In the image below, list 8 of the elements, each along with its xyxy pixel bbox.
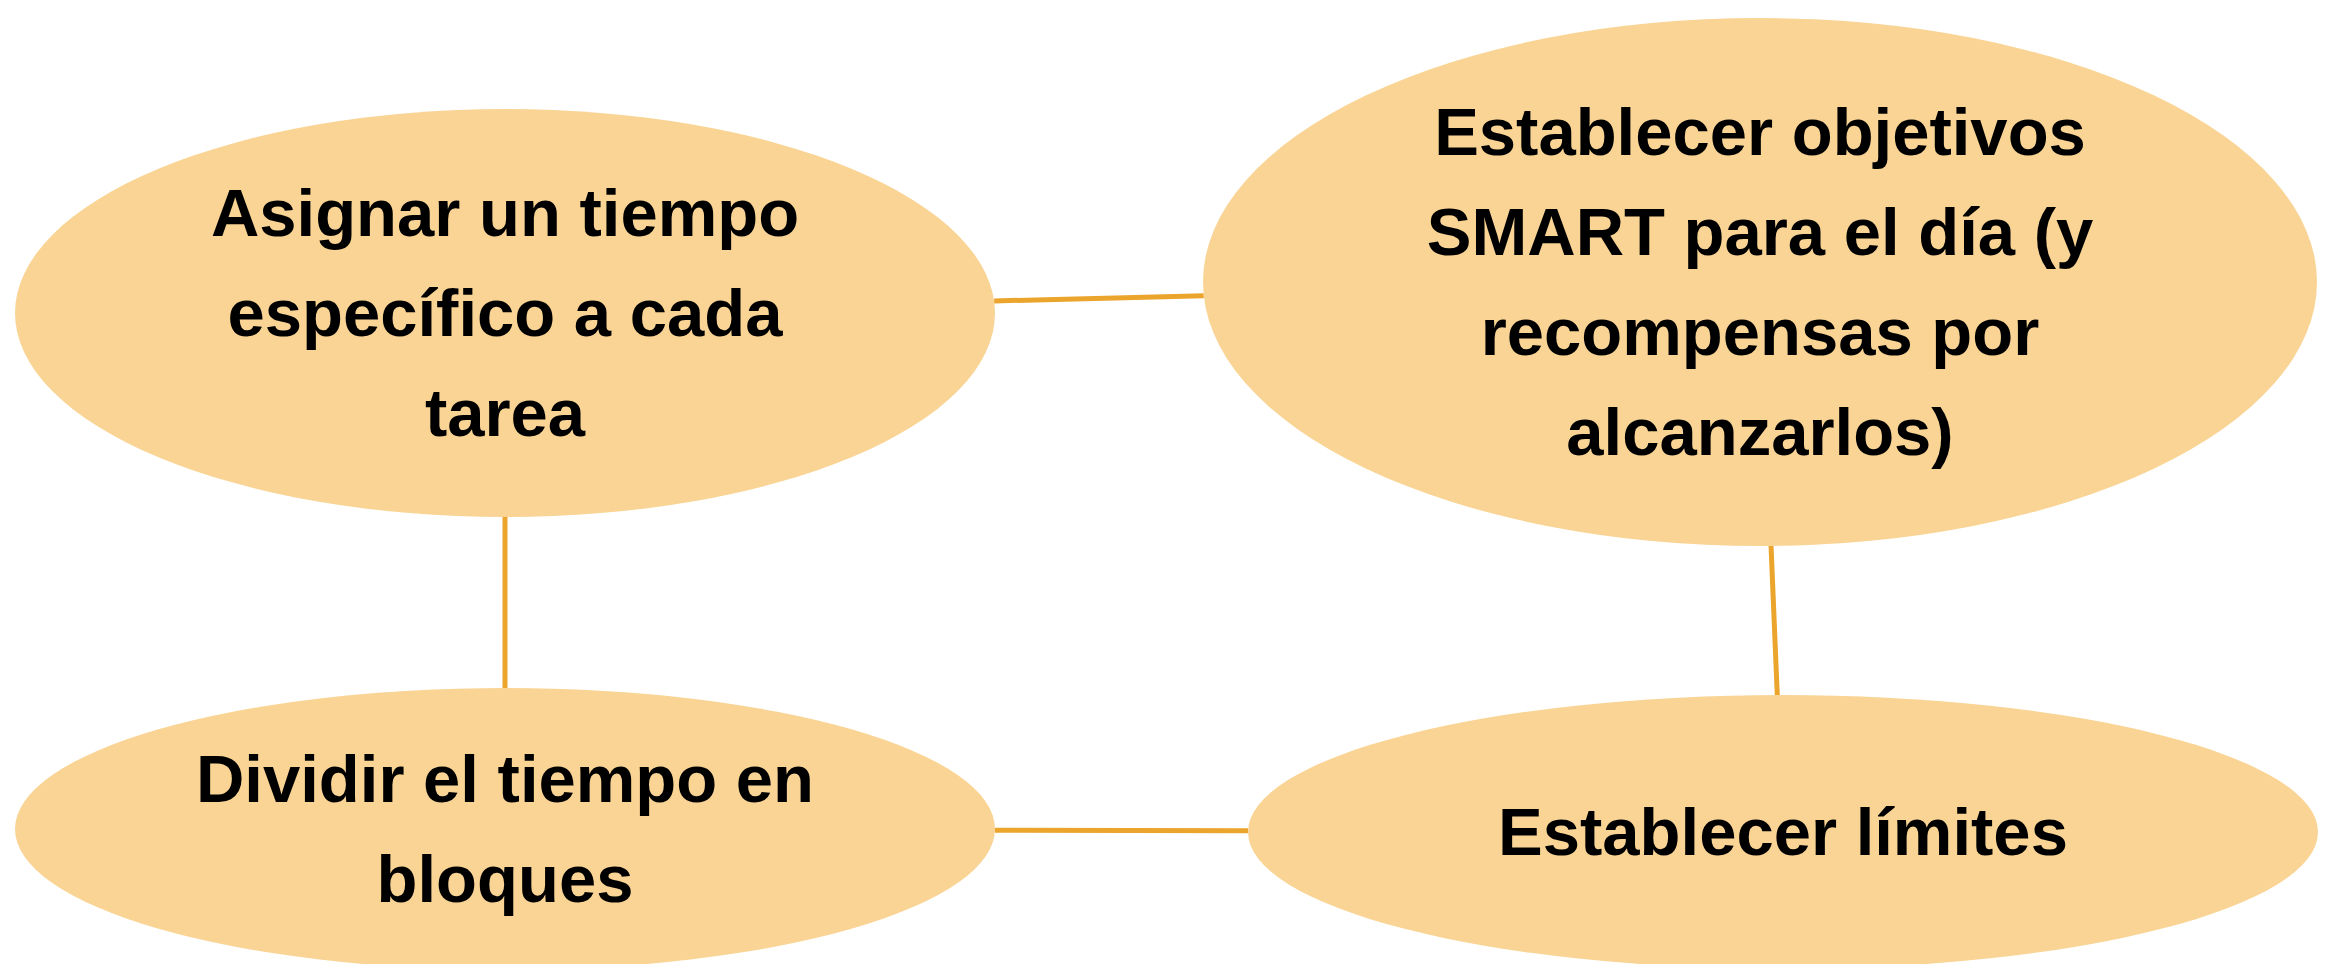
connector-line [1768, 545, 1780, 696]
connector-line [502, 517, 508, 688]
node-text: Asignar un tiempo específico a cada tarea [209, 174, 801, 452]
node-text: Establecer límites [1497, 793, 2069, 871]
connector-line [994, 293, 1204, 304]
node-text: Dividir el tiempo en bloques [195, 740, 815, 918]
node-text: Establecer objetivos SMART para el día (y recompensas por alcanzarlos) [1425, 93, 2095, 471]
connector-line [994, 827, 1248, 834]
